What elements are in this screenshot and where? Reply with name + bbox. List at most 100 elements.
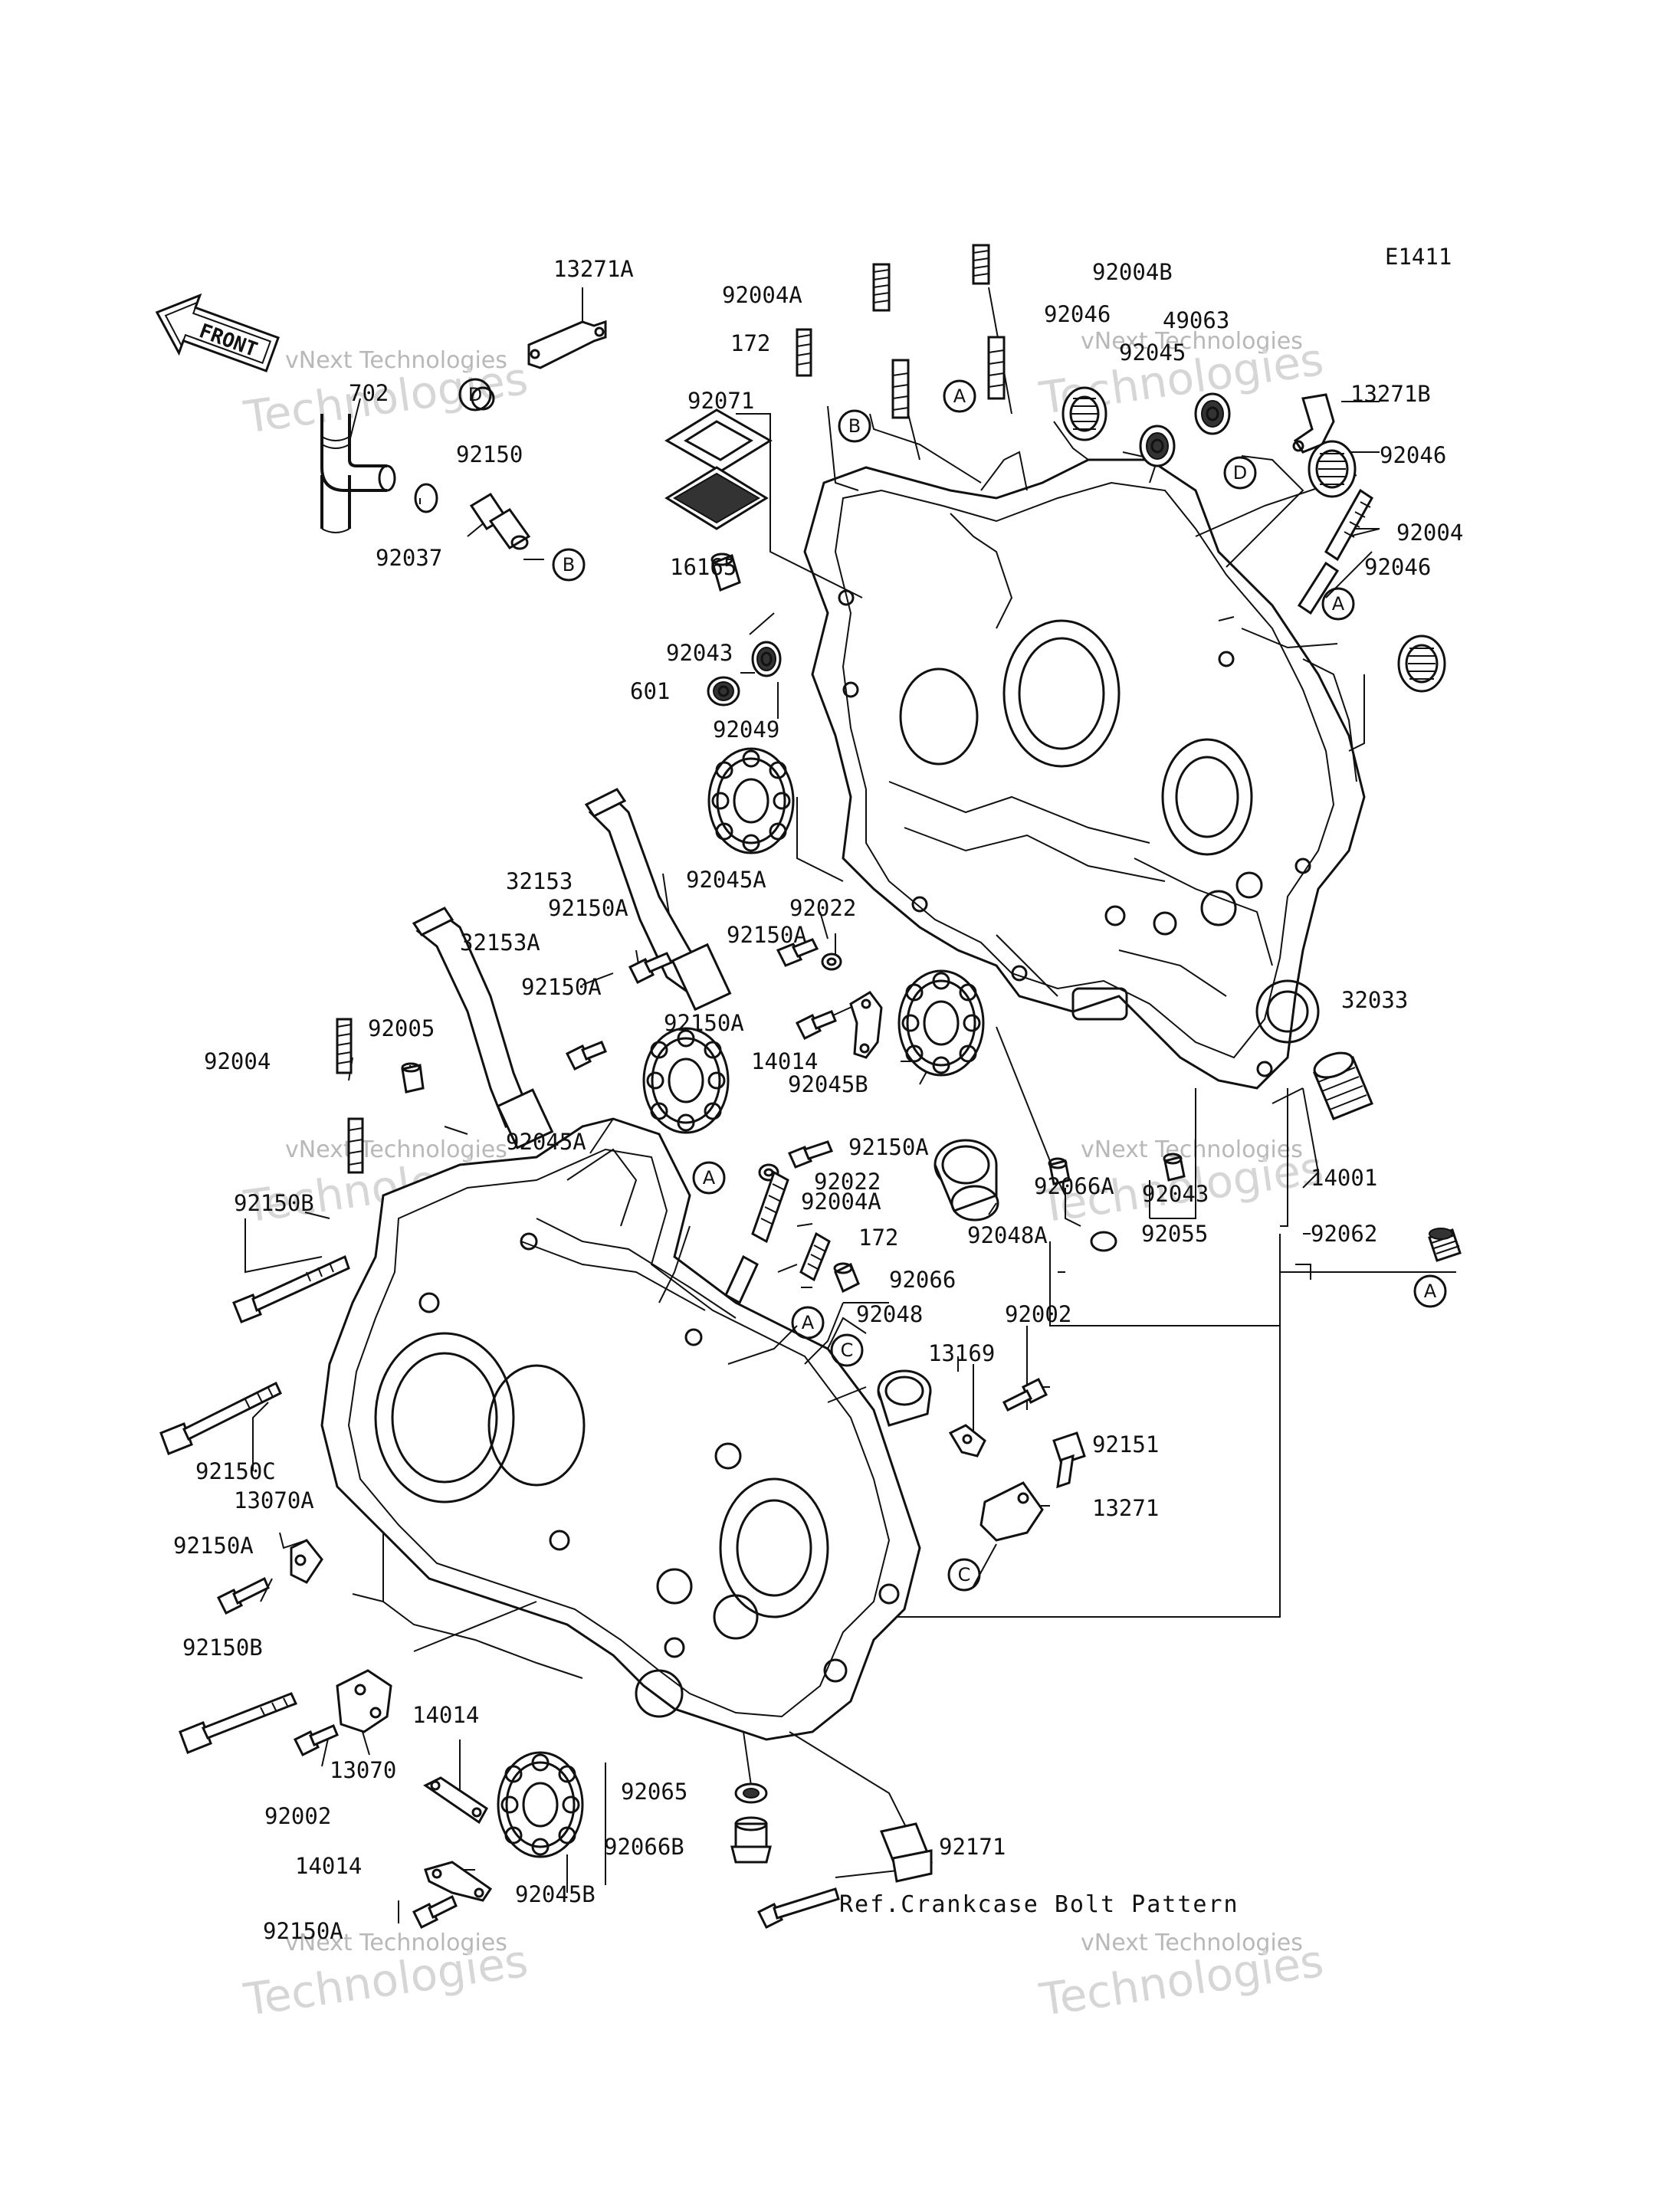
part-label: 92046 xyxy=(1044,301,1111,327)
callout-letter: C xyxy=(841,1340,854,1361)
right-crankcase-half xyxy=(803,451,1366,1090)
bracket-13070A xyxy=(290,1539,323,1584)
callout-circles: B A B D D A A A C A C xyxy=(458,378,1447,1592)
bolt-92150B-top xyxy=(232,1254,350,1323)
callout-letter: A xyxy=(1424,1280,1437,1302)
crank-bearing-bore xyxy=(1002,619,1121,768)
callout-letter: C xyxy=(958,1564,971,1585)
dowel-92043-mid xyxy=(1163,1153,1186,1182)
dowel-pin-172-mid xyxy=(799,1231,831,1282)
part-label: 92046 xyxy=(1380,442,1446,468)
part-label: 92048A xyxy=(967,1222,1048,1248)
left-crank-bore xyxy=(374,1332,515,1503)
front-arrow-icon: FRONT xyxy=(155,293,280,372)
plate-14014-low xyxy=(424,1861,493,1902)
part-label: 92150B xyxy=(182,1635,263,1661)
part-label: 172 xyxy=(730,330,770,356)
watermark-text: vNext Technologies xyxy=(1081,1930,1303,1956)
part-label: 92171 xyxy=(939,1834,1006,1860)
part-label: 92066A xyxy=(1034,1173,1114,1199)
part-label: 92037 xyxy=(376,545,442,571)
bearing-92046-mid xyxy=(1308,440,1357,498)
diagram-id: E1411 xyxy=(1385,244,1452,270)
dowel-92043 xyxy=(710,553,741,592)
output-shaft-bore xyxy=(719,1477,829,1618)
callout-letter: A xyxy=(703,1167,716,1189)
part-label: 32153 xyxy=(506,868,573,894)
o-ring-92055 xyxy=(1090,1231,1117,1252)
bolt-92150A-4 xyxy=(795,1010,837,1041)
callout-letter: A xyxy=(1332,593,1345,615)
part-label: 92022 xyxy=(814,1169,881,1195)
seal-92048 xyxy=(877,1369,932,1427)
part-label: 92005 xyxy=(368,1015,435,1041)
oil-pipe-32153A xyxy=(412,907,554,1149)
seal-92048A xyxy=(934,1139,999,1221)
part-label: 13271 xyxy=(1092,1495,1159,1521)
part-label: 92004 xyxy=(1396,520,1463,546)
callout-letter: D xyxy=(468,384,482,405)
part-label: 14014 xyxy=(295,1853,362,1879)
part-label: 16165 xyxy=(670,554,737,580)
stud-92004-right xyxy=(1297,488,1373,615)
dowel-92005 xyxy=(401,1062,425,1094)
part-label: 601 xyxy=(630,678,670,704)
part-label: 92150B xyxy=(234,1190,314,1216)
part-label: 92065 xyxy=(621,1779,687,1805)
callout-letter: D xyxy=(1233,462,1247,484)
part-label: 14014 xyxy=(751,1048,818,1074)
oil-pipe-32153 xyxy=(584,788,732,1012)
part-label: 92043 xyxy=(1142,1181,1209,1207)
part-label: 32033 xyxy=(1341,987,1408,1013)
plate-13271 xyxy=(979,1481,1044,1542)
bolt-92002-low xyxy=(293,1724,339,1757)
bolt-92150A-2 xyxy=(776,938,819,967)
bolt-92150B-low xyxy=(179,1692,298,1754)
callout-letter: B xyxy=(563,554,575,575)
bearing-92045A-top xyxy=(707,747,795,854)
oil-seal-601 xyxy=(707,676,740,707)
ref-bolt xyxy=(756,1887,840,1930)
part-label: 92004A xyxy=(801,1189,881,1215)
part-label: 92049 xyxy=(713,716,779,743)
bearing-92045A-mid xyxy=(642,1027,730,1134)
part-label: 92066 xyxy=(889,1267,956,1293)
fitting-92150 xyxy=(469,492,531,550)
bolt-92150A-5 xyxy=(787,1140,834,1169)
stud-92004A-mid xyxy=(724,1170,789,1305)
part-label: 92151 xyxy=(1092,1431,1159,1458)
watermark-text: vNext Technologies xyxy=(1081,1136,1303,1163)
part-label: 92150C xyxy=(195,1458,276,1484)
clamp-icon xyxy=(414,483,438,513)
bearing-92049 xyxy=(751,641,782,677)
shaft-bore xyxy=(1161,738,1253,856)
part-label: 92004 xyxy=(204,1048,271,1074)
bolt-92150C xyxy=(159,1381,282,1455)
part-label: 702 xyxy=(349,380,389,406)
part-label: 92002 xyxy=(1005,1301,1071,1327)
part-label: 49063 xyxy=(1163,307,1229,333)
part-label: 92150A xyxy=(263,1918,343,1944)
bolt-92150A-3 xyxy=(565,1041,607,1071)
part-label: 92066B xyxy=(604,1834,684,1860)
part-label: 92055 xyxy=(1141,1221,1208,1247)
bracket-13271B xyxy=(1292,393,1335,454)
hose-702 xyxy=(320,414,396,533)
callout-letter: A xyxy=(802,1312,815,1333)
bracket-13271A xyxy=(527,320,607,369)
part-label: 92150A xyxy=(848,1134,929,1160)
callout-D2-ring xyxy=(458,378,492,412)
watermark-text: vNext Technologies xyxy=(285,347,507,374)
stud-92004A xyxy=(872,263,910,419)
washer-92065 xyxy=(734,1782,768,1804)
clamp-13169 xyxy=(948,1424,986,1458)
part-label: 92150A xyxy=(727,922,807,948)
bearing-92046-low xyxy=(1397,635,1446,693)
part-label: 13070A xyxy=(234,1487,314,1513)
cover-13070 xyxy=(336,1669,392,1733)
plate-92171 xyxy=(879,1822,934,1883)
callout-letter: B xyxy=(848,415,861,437)
part-label: 13271A xyxy=(553,256,634,282)
callout-letter: A xyxy=(953,385,966,407)
part-label: 92046 xyxy=(1364,554,1431,580)
